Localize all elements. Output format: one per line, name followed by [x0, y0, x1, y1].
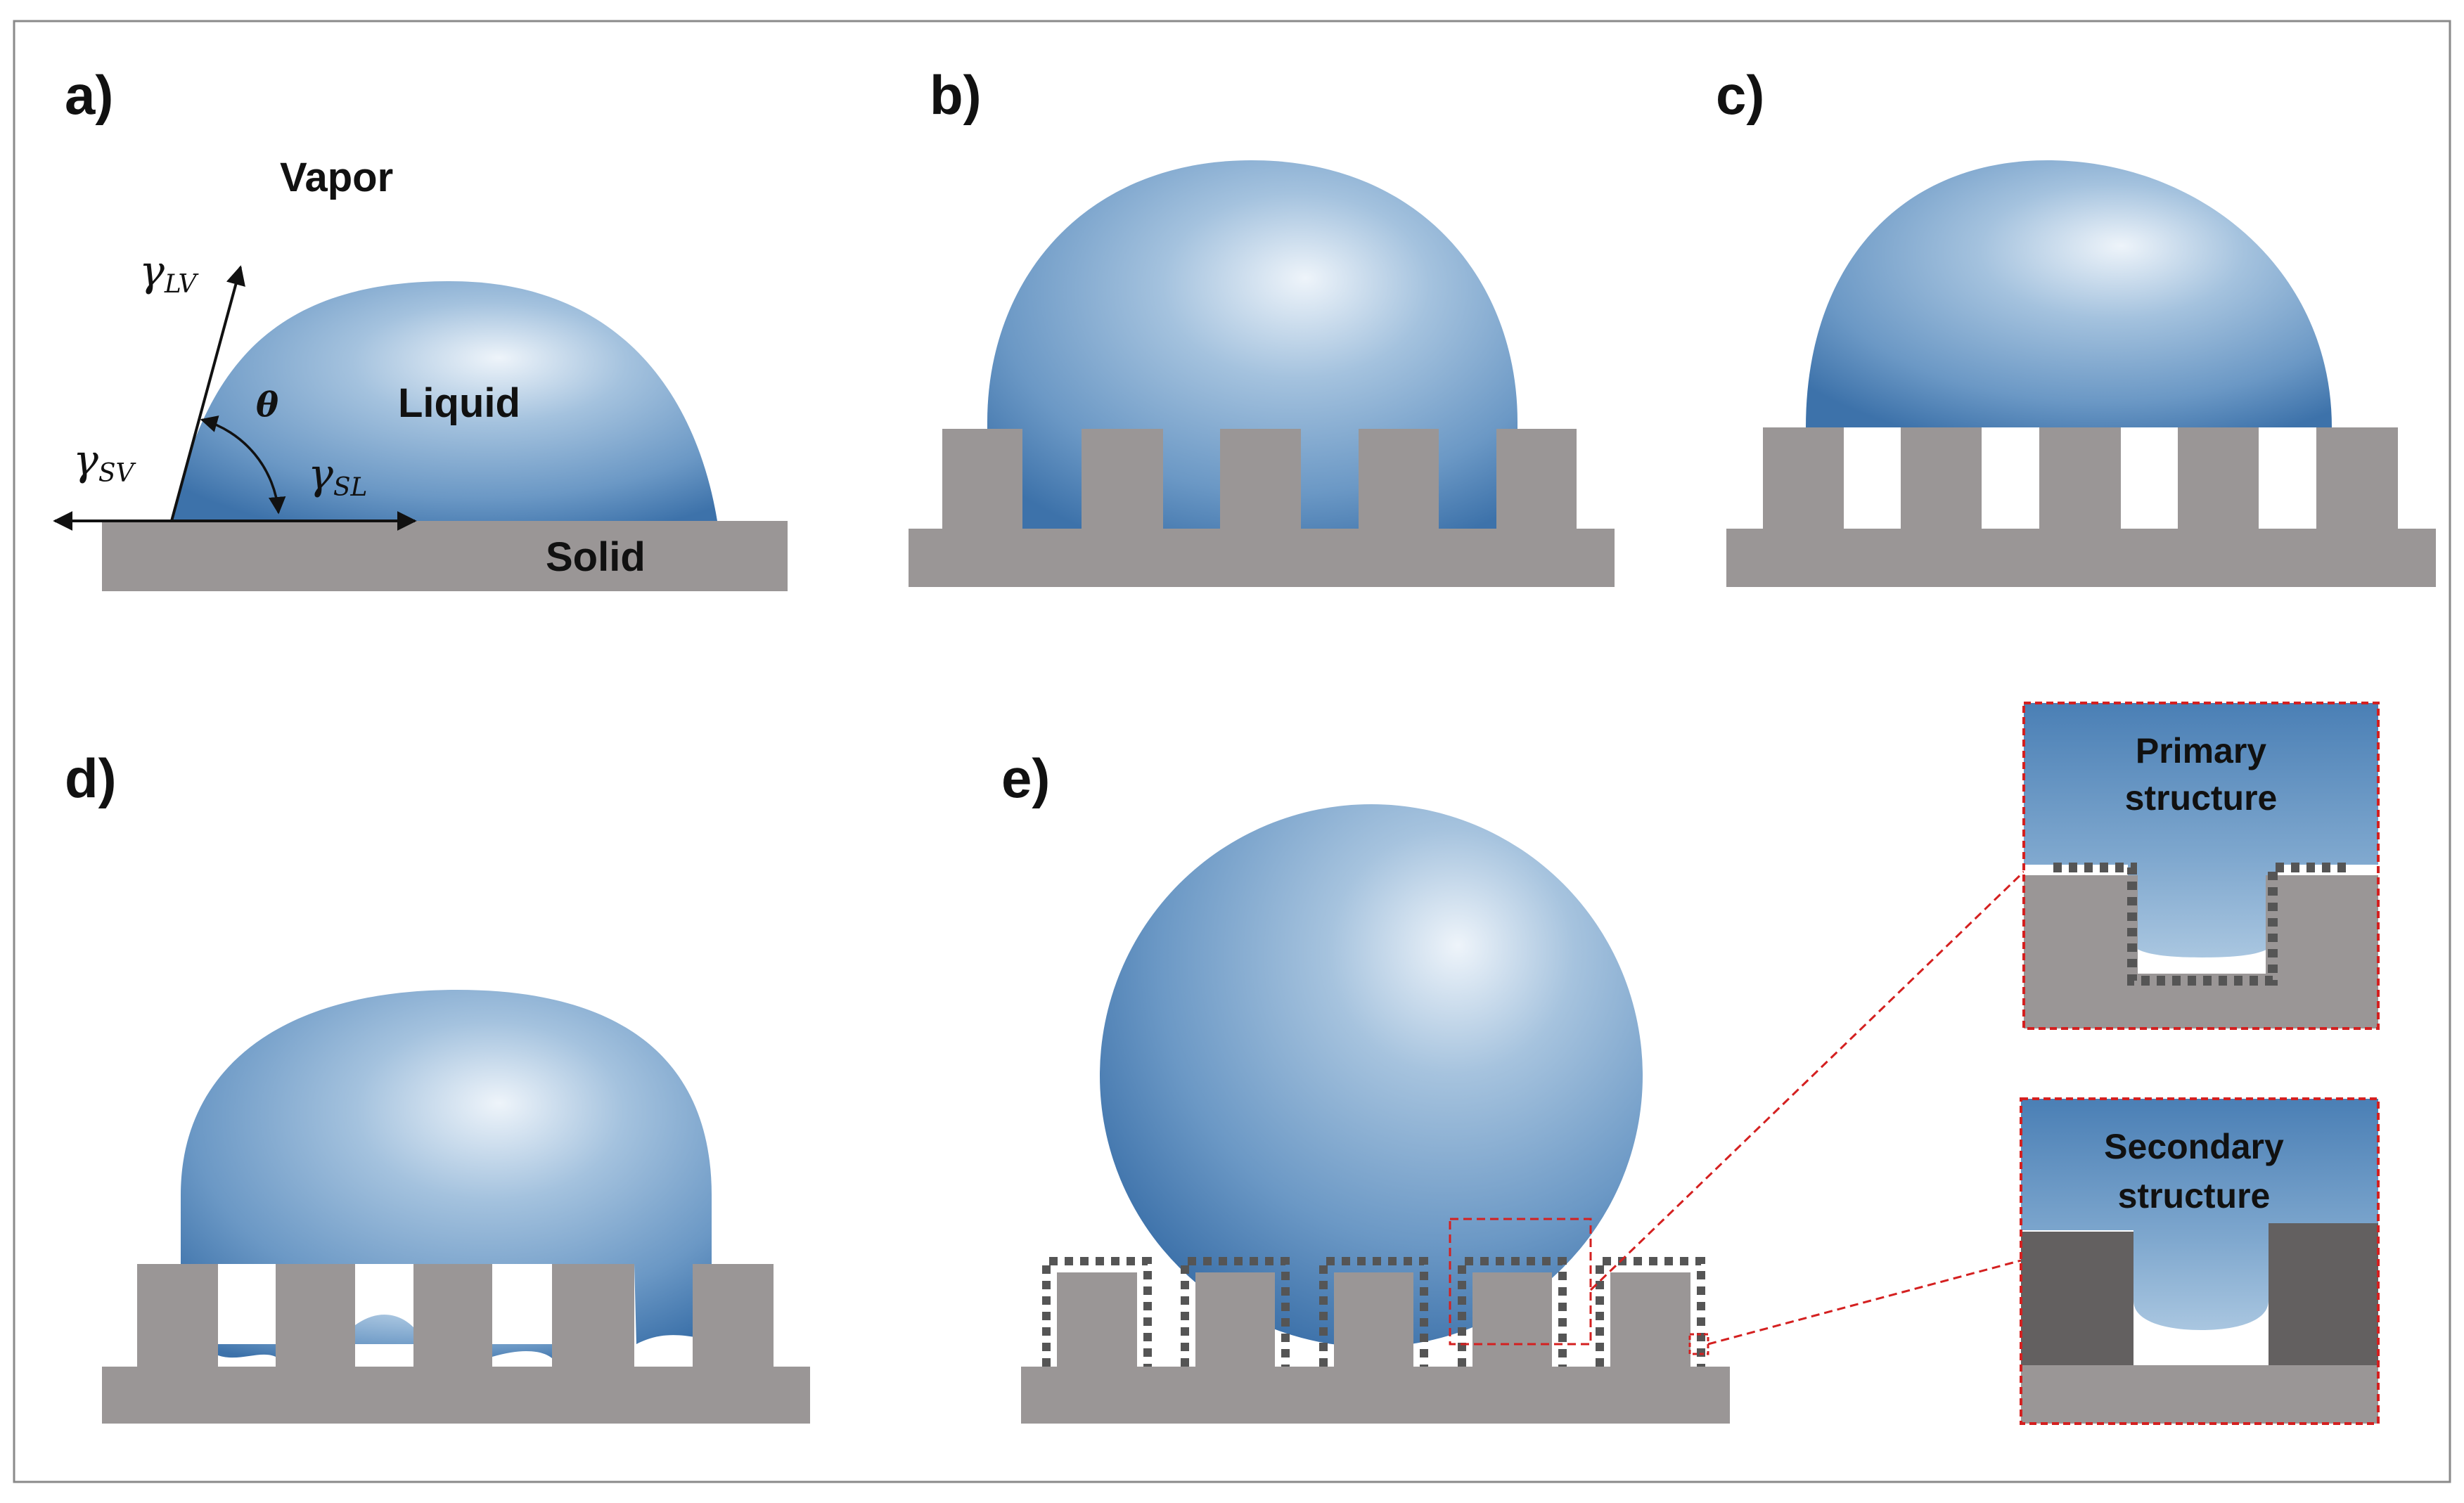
- zoom-leader-secondary: [1707, 1259, 2022, 1346]
- intermediate-droplet: [181, 990, 712, 1344]
- panel-a-label: a): [65, 64, 113, 126]
- panel-b: b): [909, 64, 1615, 587]
- panel-d: d): [65, 747, 810, 1424]
- vapor-label: Vapor: [280, 155, 393, 200]
- cassie-droplet: [1806, 160, 2332, 427]
- figure-frame: [13, 20, 2451, 1483]
- gamma-sl-label: γSL: [308, 450, 367, 502]
- panel-c: c): [1716, 64, 2436, 587]
- wenzel-substrate: [909, 429, 1615, 587]
- panel-d-label: d): [65, 747, 117, 809]
- inset-primary-title-line1: Primary: [2136, 731, 2266, 770]
- panel-b-label: b): [930, 64, 982, 126]
- inset-secondary-title-line1: Secondary: [2104, 1127, 2284, 1166]
- zoom-leader-primary: [1589, 870, 2025, 1291]
- zoom-box-primary: [1449, 1218, 1592, 1346]
- panel-c-label: c): [1716, 64, 1764, 126]
- gamma-lv-arrow: [170, 265, 245, 522]
- sessile-droplet: [172, 281, 717, 521]
- spherical-droplet: [1100, 804, 1643, 1347]
- panel-e-label: e): [1001, 747, 1050, 809]
- panel-a: a) Vapor Liquid Solid γLV γSV γSL θ: [53, 64, 788, 591]
- inset-primary-structure: Primary structure: [2022, 702, 2380, 1030]
- gamma-sv-label: γSV: [73, 436, 137, 488]
- inset-secondary-title-line2: structure: [2118, 1176, 2271, 1215]
- solid-label: Solid: [546, 534, 646, 580]
- liquid-label: Liquid: [398, 380, 520, 426]
- intermediate-substrate: [102, 1264, 810, 1424]
- inset-primary-frame: [2022, 702, 2380, 1030]
- solid-substrate: [102, 521, 788, 591]
- inset-secondary-frame: [2020, 1097, 2380, 1425]
- panel-e: e): [1001, 747, 2025, 1424]
- theta-label: θ: [256, 385, 278, 425]
- gamma-lv-label: γLV: [139, 247, 199, 299]
- inset-primary-title-line2: structure: [2125, 778, 2278, 818]
- inset-secondary-structure: Secondary structure: [2020, 1097, 2380, 1425]
- contact-angle-arc: [200, 415, 286, 515]
- cassie-substrate: [1726, 427, 2436, 587]
- hierarchical-substrate: [1021, 1272, 1730, 1424]
- secondary-texture: [1042, 1257, 1705, 1367]
